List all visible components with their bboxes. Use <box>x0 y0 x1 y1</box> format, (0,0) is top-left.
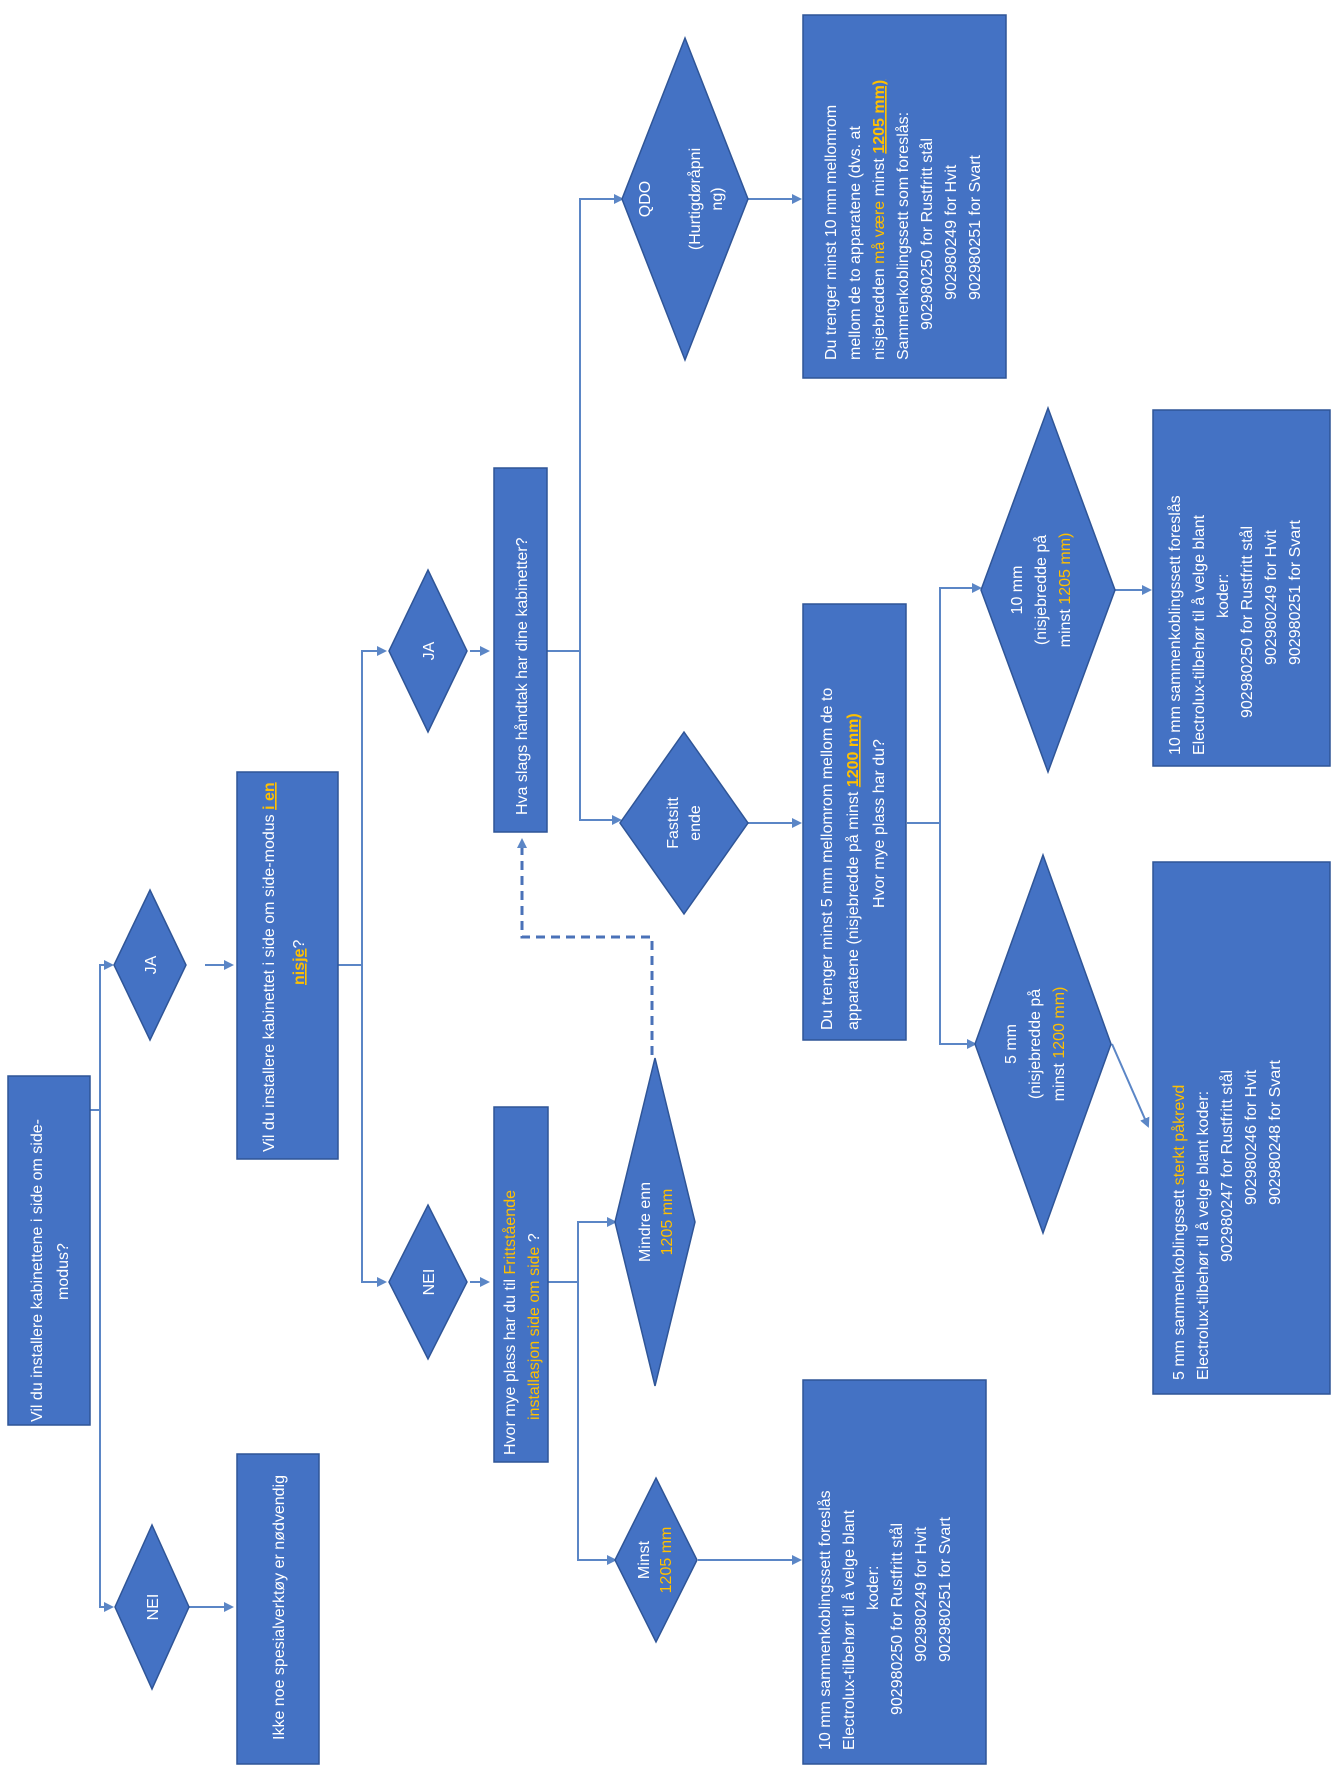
q3-label: Hva slags håndtak har dine kabinetter? <box>513 537 531 815</box>
node-qdo-diamond: QDO (Hurtigdøråpni ng) <box>621 35 749 363</box>
node-ja-1: JA <box>113 888 187 1042</box>
r10b-l1: 10 mm sammenkoblingssett foreslås <box>816 1490 834 1750</box>
qdo-line2: (Hurtigdøråpni <box>686 148 704 250</box>
nei2-label: NEI <box>421 1269 438 1296</box>
d5-line1: 5 mm <box>1003 1024 1020 1064</box>
r10a-l3: koder: <box>1215 574 1232 618</box>
d5-line2: (nisjebredde på <box>1026 989 1044 1099</box>
q2-line1: Vil du installere kabinettet i side om s… <box>261 782 278 1152</box>
r10b-l3: koder: <box>865 1566 882 1610</box>
edge-q1-branch <box>82 1109 114 1612</box>
q1-line1: Vil du installere kabinettene i side om … <box>29 1119 46 1422</box>
qdo-result-l3: nisjebredden må være minst 1205 mm) <box>870 80 888 360</box>
node-r10b-box: 10 mm sammenkoblingssett foreslås Electr… <box>802 1379 987 1765</box>
d10-line1: 10 mm <box>1009 566 1026 615</box>
fast-line2: ende <box>687 805 704 841</box>
node-fast-result-box: Du trenger minst 5 mm mellomrom mellom d… <box>802 603 907 1041</box>
fast-line1: Fastsitt <box>665 797 682 849</box>
fast-result-l3: Hvor mye plass har du? <box>871 739 888 908</box>
minst-line2: 1205 mm <box>658 1527 675 1594</box>
node-q1-box: Vil du installere kabinettene i side om … <box>7 1075 91 1426</box>
qdo-line3: ng) <box>709 187 726 210</box>
qdo-result-l2: mellom de to apparatene (dvs. at <box>847 126 864 360</box>
node-r10a-box: 10 mm sammenkoblingssett foreslås Electr… <box>1152 409 1331 767</box>
node-10mm-diamond: 10 mm (nisjebredde på minst 1205 mm) <box>980 405 1116 775</box>
node-q2-box: Vil du installere kabinettet i side om s… <box>236 771 339 1160</box>
qdo-result-l4: Sammenkoblingssett som foreslås: <box>894 112 912 360</box>
q4-line2: installasjon side om side ? <box>526 1233 543 1420</box>
qdo-line1: QDO <box>637 181 654 217</box>
nei1-label: NEI <box>145 1594 162 1621</box>
d5-line3: minst 1200 mm) <box>1051 987 1068 1102</box>
r10b-l4: 902980250 for Rustfritt stål <box>888 1523 906 1715</box>
node-ja-2: JA <box>388 568 468 734</box>
edge-q3-branch <box>546 194 624 652</box>
fast-result-l2: apparatene (nisjebredde på minst 1200 mm… <box>844 713 862 1030</box>
qdo-result-l5: 902980250 for Rustfritt stål <box>918 138 936 330</box>
q4-line1: Hvor mye plass har du til Frittstående <box>501 1190 519 1455</box>
qdo-result-l6: 902980249 for Hvit <box>943 164 960 300</box>
mindre-line2: 1205 mm <box>659 1189 676 1256</box>
node-r5-box: 5 mm sammenkoblingssett sterkt påkrevd E… <box>1152 861 1331 1395</box>
minst-line1: Minst <box>636 1540 653 1579</box>
r5-l2: Electrolux-tilbehør til å velge blant ko… <box>1194 1091 1212 1380</box>
r10a-l1: 10 mm sammenkoblingssett foreslås <box>1166 495 1184 755</box>
r10b-l5: 902980249 for Hvit <box>913 1526 930 1662</box>
edge-mindre-q3-dashed <box>517 838 654 1055</box>
edge-q2-branch <box>338 646 387 966</box>
r10a-l2: Electrolux-tilbehør til å velge blant <box>1190 514 1208 755</box>
r10b-l6: 902980251 for Svart <box>937 1516 954 1662</box>
node-q4-box: Hvor mye plass har du til Frittstående i… <box>493 1106 549 1463</box>
r10b-l2: Electrolux-tilbehør til å velge blant <box>840 1509 858 1750</box>
q1-line2: modus? <box>55 1243 72 1300</box>
node-fastsittende-diamond: Fastsitt ende <box>619 730 749 916</box>
d10-line2: (nisjebredde på <box>1032 535 1050 645</box>
fast-result-l1: Du trenger minst 5 mm mellomrom mellom d… <box>819 688 836 1030</box>
node-minst-diamond: Minst 1205 mm <box>614 1476 698 1644</box>
edge-q1-ja <box>99 960 114 1110</box>
edge-5mm-result <box>1111 1043 1150 1128</box>
node-qdo-result-box: Du trenger minst 10 mm mellomrom mellom … <box>802 14 1007 379</box>
qdo-result-l1: Du trenger minst 10 mm mellomrom <box>823 105 840 360</box>
node-mindre-diamond: Mindre enn 1205 mm <box>614 1057 696 1387</box>
edge-q3-fast <box>579 651 622 825</box>
edge-q4-minst <box>577 1282 617 1565</box>
mindre-line1: Mindre enn <box>637 1182 654 1262</box>
edge-fastresult-branch <box>907 583 982 824</box>
node-5mm-diamond: 5 mm (nisjebredde på minst 1200 mm) <box>974 852 1112 1236</box>
r5-l1: 5 mm sammenkoblingssett sterkt påkrevd <box>1170 1085 1188 1380</box>
r10a-l5: 902980249 for Hvit <box>1263 529 1280 665</box>
node-nei-2: NEI <box>388 1203 468 1361</box>
node-q3-box: Hva slags håndtak har dine kabinetter? <box>493 467 548 833</box>
r5-l3: 902980247 for Rustfritt stål <box>1218 1070 1236 1262</box>
r5-l5: 902980248 for Svart <box>1267 1059 1284 1205</box>
ja2-label: JA <box>421 641 438 660</box>
r5-l4: 902980246 for Hvit <box>1243 1069 1260 1205</box>
no-tools-label: Ikke noe spesialverktøy er nødvendig <box>271 1475 288 1740</box>
ja1-label: JA <box>143 955 160 974</box>
edges <box>82 194 1152 1612</box>
edge-q4-branch <box>548 1217 617 1283</box>
node-nei-1: NEI <box>114 1523 190 1691</box>
qdo-result-l7: 902980251 for Svart <box>967 154 984 300</box>
d10-line3: minst 1205 mm) <box>1057 533 1074 648</box>
edge-fastresult-5mm <box>939 823 977 1049</box>
r10a-l4: 902980250 for Rustfritt stål <box>1238 526 1256 718</box>
edge-q2-nei <box>361 965 387 1287</box>
node-no-tools-box: Ikke noe spesialverktøy er nødvendig <box>236 1453 320 1765</box>
q2-line2b: nisje? <box>291 940 308 985</box>
r10a-l6: 902980251 for Svart <box>1287 519 1304 665</box>
